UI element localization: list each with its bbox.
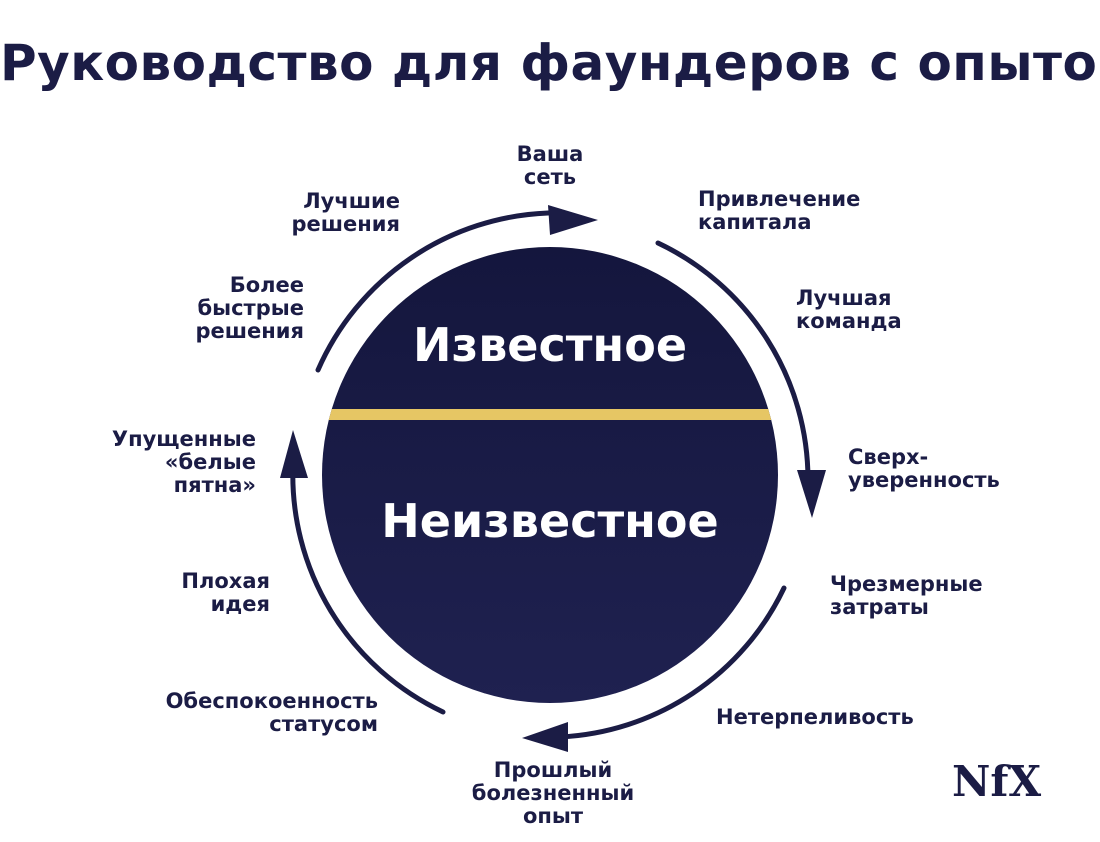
known-label: Известное bbox=[412, 318, 688, 372]
label-proshly-opyt: Прошлый болезненный опыт bbox=[471, 758, 635, 828]
logo-text: NfX bbox=[952, 757, 1041, 806]
label-luchshaya-komanda: Лучшая команда bbox=[796, 286, 902, 333]
arrow-heads bbox=[280, 205, 826, 752]
label-vasha-set: Ваша сеть bbox=[516, 142, 584, 189]
cycle-arrows bbox=[290, 210, 811, 740]
arrow-head-bottom bbox=[522, 722, 568, 752]
arrow-arc-left bbox=[290, 462, 446, 715]
label-neterpelivost: Нетерпеливость bbox=[716, 705, 914, 729]
unknown-label: Неизвестное bbox=[381, 494, 719, 548]
central-circle bbox=[322, 247, 778, 703]
nfx-logo-icon: NfX bbox=[952, 757, 1041, 806]
page-title: Руководство для фаундеров с опытом bbox=[0, 34, 1100, 92]
arrow-arc-bottom-right bbox=[557, 585, 787, 740]
circle-divider bbox=[322, 409, 778, 420]
label-obespokoennost-statusom: Обеспокоенность статусом bbox=[165, 689, 378, 736]
arrow-arc-right bbox=[655, 240, 811, 483]
label-privlechenie-kapitala: Привлечение капитала bbox=[698, 187, 861, 234]
label-upushchennye-pyatna: Упущенные «белые пятна» bbox=[111, 427, 256, 497]
label-bolee-bystrye-resheniya: Более быстрые решения bbox=[195, 273, 304, 343]
label-sverkh-uverennost: Сверх- уверенность bbox=[848, 445, 1000, 492]
label-luchshie-resheniya: Лучшие решения bbox=[291, 189, 400, 236]
arrow-head-right bbox=[797, 470, 826, 518]
label-chrezmernye-zatraty: Чрезмерные затраты bbox=[830, 572, 983, 619]
arrow-head-top bbox=[548, 205, 598, 235]
arrow-head-left bbox=[280, 430, 308, 478]
label-plokhaya-ideya: Плохая идея bbox=[181, 569, 270, 616]
arrow-arc-top-left bbox=[315, 210, 551, 373]
